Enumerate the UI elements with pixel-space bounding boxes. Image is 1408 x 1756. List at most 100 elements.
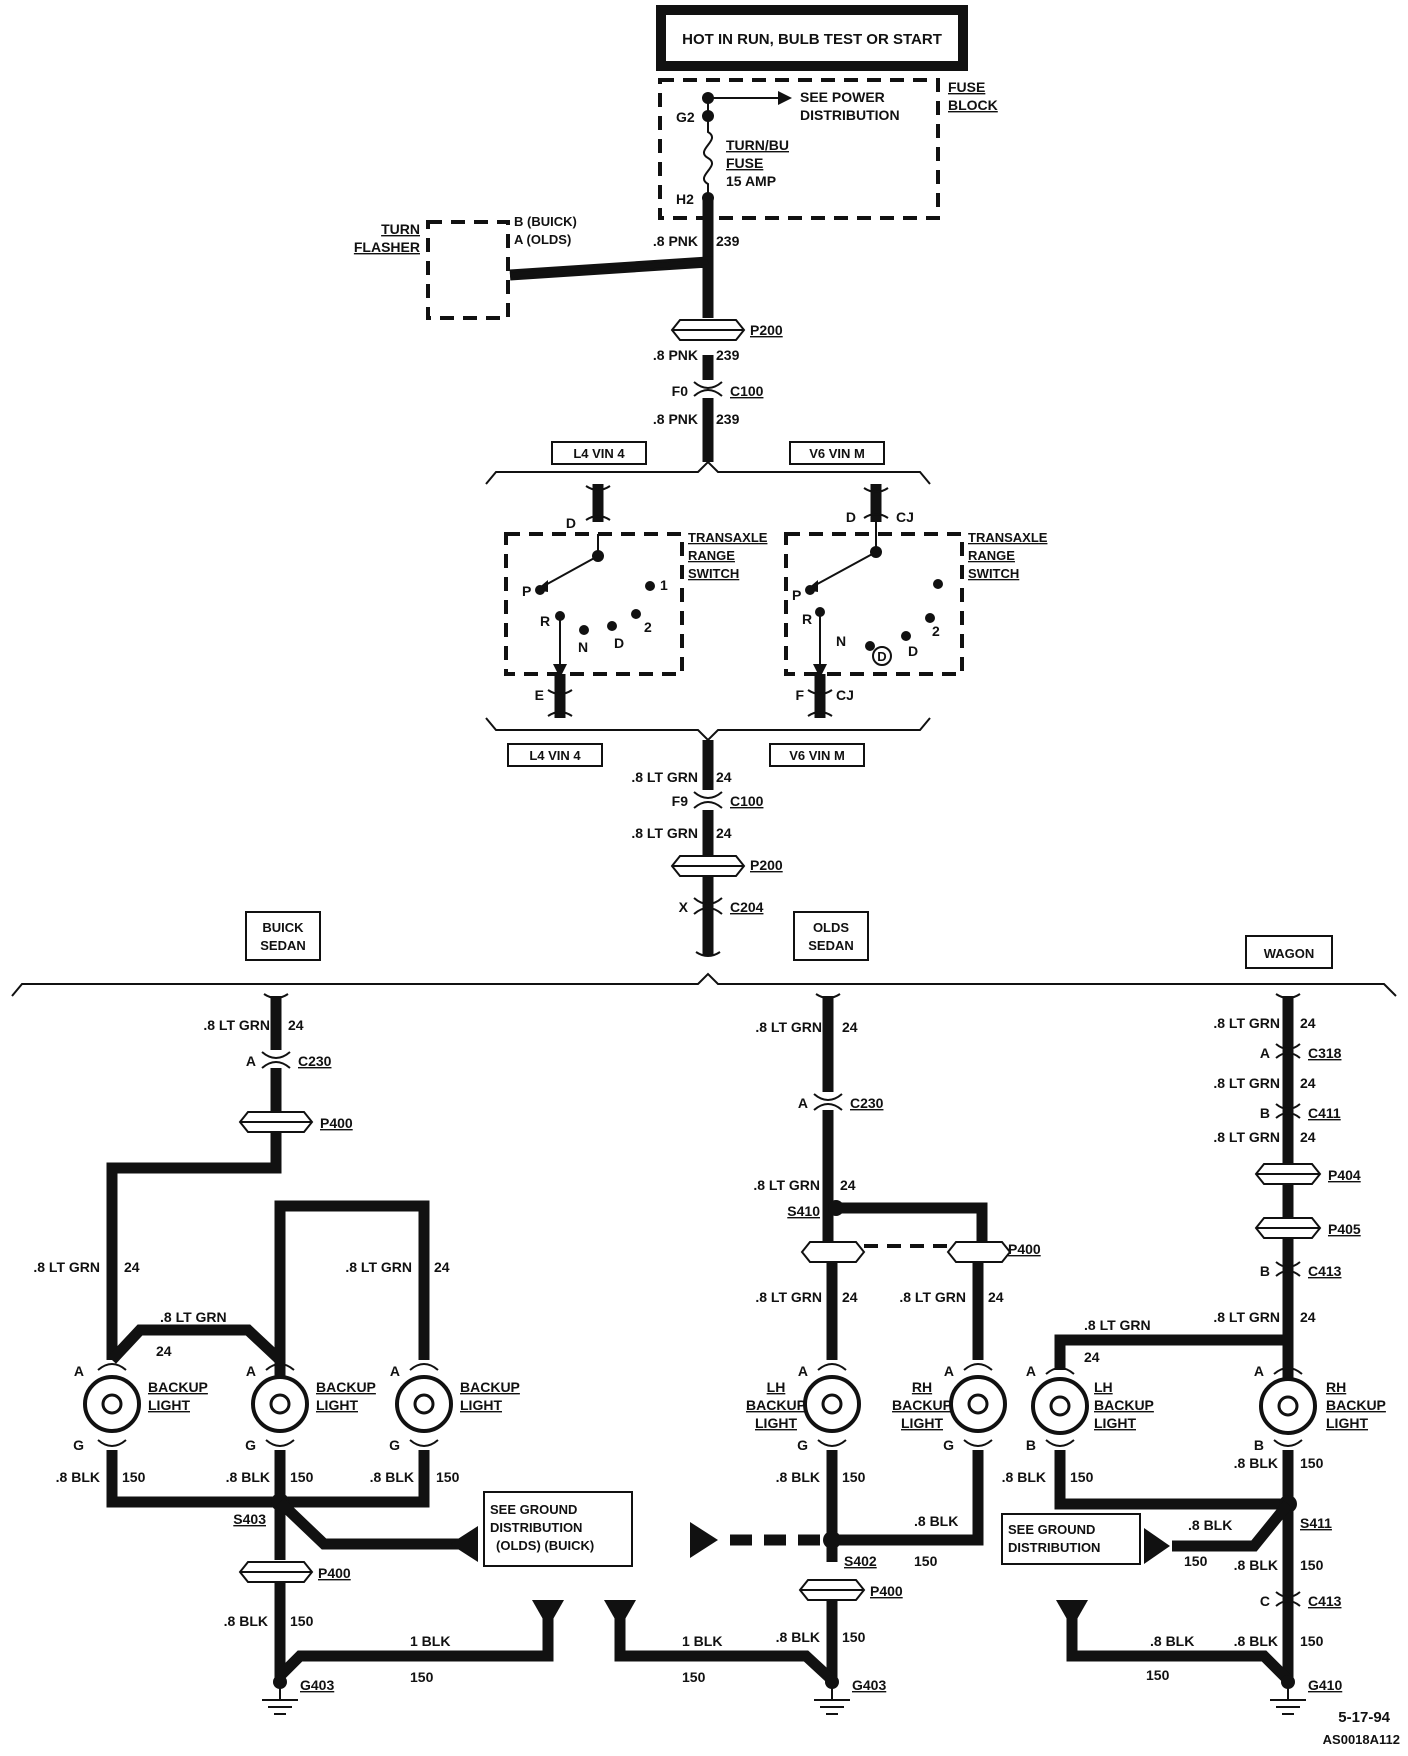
light-side: RH [912,1379,932,1395]
light-pin-g: G [943,1437,954,1453]
wire-circuit: 24 [288,1017,304,1033]
bulb-icon [269,1393,291,1415]
wire-circuit: 239 [716,233,740,249]
ground-reference-arrow [1144,1528,1170,1564]
trs-label-1: TRANSAXLE [968,530,1048,545]
ground-icon [1270,1682,1306,1715]
c230-pin: A [246,1053,256,1069]
wire-label: .8 LT GRN [1084,1317,1151,1333]
turn-flasher-label-1: TURN [381,221,420,237]
see-ground-1: SEE GROUND [1008,1522,1095,1537]
wire-label: .8 LT GRN [33,1259,100,1275]
light-pin-b: B [1254,1437,1264,1453]
fuse-symbol [703,116,713,198]
fuse-block-label-2: BLOCK [948,97,998,113]
fuse-name-2: FUSE [726,155,763,171]
wire-circuit: 24 [1300,1129,1316,1145]
bulb-icon [967,1393,989,1415]
wire-label: .8 BLK [56,1469,100,1485]
see-ground-box-buick [483,1491,633,1567]
wire-label: .8 LT GRN [753,1177,820,1193]
switch-section: L4 VIN 4 V6 VIN M D TRANSAXLE RANGE SWIT… [485,441,1048,767]
wire-circuit: 150 [682,1669,706,1685]
diagram-date: 5-17-94 [1338,1709,1390,1726]
turn-flasher-label-2: FLASHER [354,239,420,255]
c230-pin: A [798,1095,808,1111]
see-power-2: DISTRIBUTION [800,107,900,123]
pos-2: 2 [644,619,652,635]
wire-circuit: 24 [124,1259,140,1275]
c100-label: C100 [730,793,764,809]
olds-sedan-circuit: .8 LT GRN 24 A C230 .8 LT GRN 24 S410 P4… [604,993,1041,1715]
wire-circuit: 239 [716,411,740,427]
c411-pin: B [1260,1105,1270,1121]
trs-label-2: RANGE [688,548,735,563]
switch-pin-f: F [795,687,804,703]
lh-backup-light-wagon: A B LH BACKUP LIGHT [1026,1363,1154,1453]
ground-reference-arrow [450,1526,478,1562]
ground-icon [262,1682,298,1715]
light-label-1: BACKUP [746,1397,806,1413]
buick-sedan-box [245,911,321,961]
light-label-1: BACKUP [892,1397,952,1413]
pnk-wiring: .8 PNK 239 P200 .8 PNK 239 F0 C100 .8 PN… [509,198,783,450]
olds-label-1: OLDS [813,920,849,935]
wire-label: .8 BLK [1188,1517,1232,1533]
lh-backup-light-olds: A G LH BACKUP LIGHT [746,1363,861,1453]
light-pin-g: G [389,1437,400,1453]
turn-flasher: TURN FLASHER B (BUICK) A (OLDS) [354,214,577,320]
wagon-box [1245,935,1333,969]
light-pin-g: G [73,1437,84,1453]
footer: 5-17-94 AS0018A112 [1323,1709,1400,1747]
wire-circuit: 150 [914,1553,938,1569]
turn-flasher-pin-a: A (OLDS) [514,232,571,247]
p200-label: P200 [750,857,783,873]
light-label-1: BACKUP [148,1379,208,1395]
wire-label: .8 LT GRN [1213,1309,1280,1325]
fuse-block-label-1: FUSE [948,79,985,95]
switch-pin-cj: CJ [836,687,854,703]
switch-pin-cj: CJ [896,509,914,525]
c100-pin: F9 [672,793,689,809]
p200-label: P200 [750,322,783,338]
see-ground-box-wagon [1001,1513,1141,1565]
light-label-1: BACKUP [1094,1397,1154,1413]
light-pin-a: A [1026,1363,1036,1379]
pos-1: 1 [660,577,668,593]
wire-label: .8 BLK [370,1469,414,1485]
see-power-1: SEE POWER [800,89,885,105]
see-ground-2: DISTRIBUTION [1008,1540,1100,1555]
wire-label: .8 LT GRN [631,769,698,785]
backup-light-buick-3: A G BACKUP LIGHT [389,1363,520,1453]
wire-label: .8 LT GRN [203,1017,270,1033]
connector-c100: F0 C100 [672,381,764,399]
wire-circuit: 24 [1300,1075,1316,1091]
pos-circled-d: D [877,649,886,664]
wire-label: .8 LT GRN [1213,1015,1280,1031]
bulb-icon [821,1393,843,1415]
wire-circuit: 24 [716,825,732,841]
fuse-block: FUSE BLOCK SEE POWER DISTRIBUTION G2 H2 … [658,78,998,220]
light-pin-a: A [74,1363,84,1379]
see-ground-3: (OLDS) (BUICK) [496,1538,594,1553]
pos-r: R [540,613,550,629]
pos-p: P [792,587,801,603]
variant-bracket: BUICK SEDAN OLDS SEDAN WAGON [11,911,1397,997]
pass-thru-p200: P200 [670,319,783,341]
wire-label: .8 BLK [1234,1455,1278,1471]
light-pin-g: G [797,1437,808,1453]
wire-label: .8 LT GRN [345,1259,412,1275]
g403-label: G403 [300,1677,334,1693]
wire-circuit: 150 [436,1469,460,1485]
wire-circuit: 24 [156,1343,172,1359]
ltgrn-trunk: .8 LT GRN 24 F9 C100 .8 LT GRN 24 P200 X… [631,740,783,957]
ground-reference-arrow [690,1522,718,1558]
trs-label-2: RANGE [968,548,1015,563]
c100-label: C100 [730,383,764,399]
wire-label: .8 BLK [224,1613,268,1629]
wire-label: .8 LT GRN [755,1289,822,1305]
wire-label: .8 LT GRN [160,1309,227,1325]
wire-circuit: 150 [1184,1553,1208,1569]
c318-pin: A [1260,1045,1270,1061]
